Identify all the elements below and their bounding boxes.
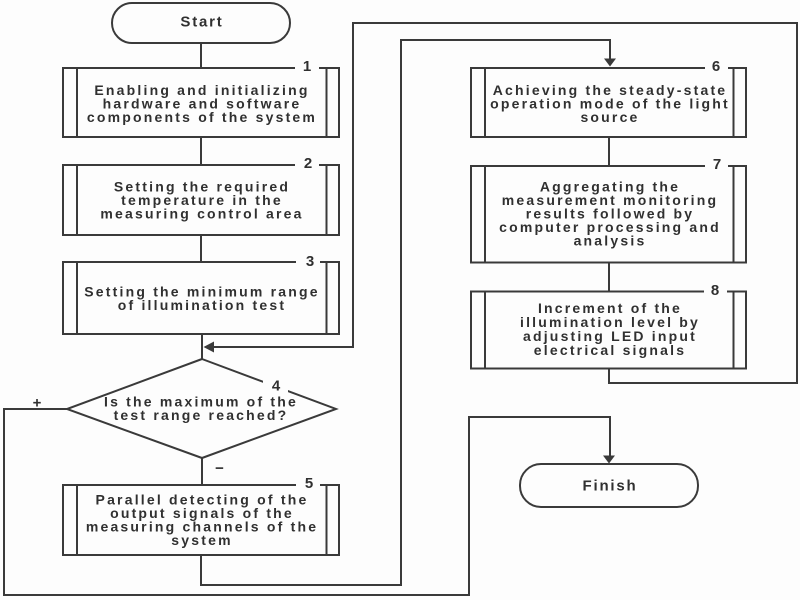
svg-text:8: 8 xyxy=(711,282,719,299)
svg-text:Setting the minimum range: Setting the minimum range xyxy=(84,284,319,300)
svg-text:+: + xyxy=(33,395,42,412)
svg-text:Aggregating the: Aggregating the xyxy=(540,179,680,195)
svg-text:7: 7 xyxy=(713,156,721,173)
svg-text:system: system xyxy=(171,532,232,548)
svg-text:6: 6 xyxy=(712,58,720,75)
svg-text:measuring channels of the: measuring channels of the xyxy=(86,519,318,535)
svg-text:operation mode of the light: operation mode of the light xyxy=(490,96,730,112)
svg-text:hardware and software: hardware and software xyxy=(103,96,302,112)
svg-text:Start: Start xyxy=(180,14,223,31)
svg-text:components of the system: components of the system xyxy=(87,109,317,125)
svg-text:Parallel detecting of the: Parallel detecting of the xyxy=(96,492,309,508)
svg-text:1: 1 xyxy=(303,58,311,75)
svg-text:measurement monitoring: measurement monitoring xyxy=(502,192,718,208)
svg-text:computer processing and: computer processing and xyxy=(499,219,721,235)
svg-text:output signals of the: output signals of the xyxy=(110,505,294,521)
svg-text:test range reached?: test range reached? xyxy=(114,407,289,423)
svg-text:Achieving the steady-state: Achieving the steady-state xyxy=(493,82,728,98)
svg-text:analysis: analysis xyxy=(574,233,647,249)
svg-text:3: 3 xyxy=(306,253,314,270)
svg-text:5: 5 xyxy=(305,475,313,492)
svg-text:electrical signals: electrical signals xyxy=(534,342,686,358)
svg-text:Increment of the: Increment of the xyxy=(538,300,682,316)
svg-text:2: 2 xyxy=(304,155,312,172)
svg-text:illumination level by: illumination level by xyxy=(520,314,700,330)
svg-text:Setting the required: Setting the required xyxy=(114,179,290,195)
svg-text:Enabling and initializing: Enabling and initializing xyxy=(94,82,309,98)
svg-text:4: 4 xyxy=(272,378,281,395)
svg-text:−: − xyxy=(215,460,224,477)
svg-text:temperature in the: temperature in the xyxy=(121,192,283,208)
svg-text:measuring control area: measuring control area xyxy=(100,206,303,222)
svg-text:adjusting LED input: adjusting LED input xyxy=(523,328,697,344)
svg-text:results followed by: results followed by xyxy=(526,206,695,222)
svg-text:Finish: Finish xyxy=(583,478,638,495)
svg-text:of illumination test: of illumination test xyxy=(118,297,286,313)
svg-text:Is the maximum of the: Is the maximum of the xyxy=(104,394,298,410)
svg-text:source: source xyxy=(580,109,639,125)
